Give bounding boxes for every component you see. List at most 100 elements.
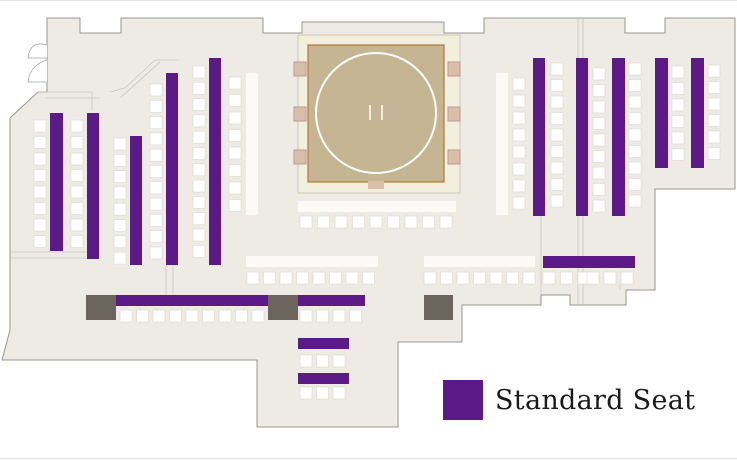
standard-seat-block[interactable] — [298, 295, 365, 306]
blocked-area — [268, 295, 298, 320]
empty-seat — [620, 271, 634, 285]
empty-seat — [33, 152, 47, 166]
empty-seat — [550, 95, 564, 109]
standard-seat-block[interactable] — [612, 58, 625, 216]
empty-seat — [218, 309, 232, 323]
standard-seat-block[interactable] — [298, 338, 349, 349]
empty-seat — [592, 183, 606, 196]
empty-seat — [119, 309, 133, 323]
ring-step — [447, 149, 461, 165]
empty-seat — [628, 161, 642, 175]
empty-seat — [70, 218, 84, 232]
empty-seat — [592, 133, 606, 147]
empty-seat — [33, 185, 47, 199]
empty-seat — [550, 62, 564, 76]
empty-seat — [33, 235, 47, 248]
empty-seat — [628, 95, 642, 109]
empty-seat — [70, 119, 84, 133]
empty-seat — [316, 386, 329, 400]
empty-seat — [362, 271, 375, 285]
empty-seat — [263, 271, 276, 285]
empty-seat — [113, 137, 127, 151]
empty-seat — [70, 235, 84, 248]
empty-seat — [33, 218, 47, 232]
empty-seat — [592, 166, 606, 180]
empty-seat — [473, 271, 486, 285]
empty-seat — [149, 214, 163, 227]
empty-seat — [671, 131, 685, 145]
standard-seat-block[interactable] — [130, 136, 142, 265]
empty-seat — [316, 309, 329, 323]
empty-seat — [332, 309, 346, 323]
empty-seat — [592, 150, 606, 163]
empty-seat — [369, 215, 383, 229]
empty-seat — [312, 271, 326, 285]
empty-seat — [316, 354, 329, 368]
standard-seat-block[interactable] — [87, 113, 99, 259]
standard-seat-block[interactable] — [543, 256, 635, 268]
empty-seat — [228, 181, 242, 195]
empty-seat — [707, 97, 721, 111]
door-icon — [27, 43, 48, 83]
blocked-area — [86, 295, 116, 320]
empty-seat — [192, 130, 206, 144]
divider — [0, 458, 737, 459]
empty-seat — [628, 145, 642, 158]
empty-seat — [228, 164, 242, 177]
empty-seat — [299, 354, 313, 368]
empty-seat — [113, 170, 127, 183]
empty-seat — [542, 271, 556, 285]
empty-seat — [603, 271, 617, 285]
standard-seat-block[interactable] — [50, 113, 63, 251]
empty-seat — [512, 111, 526, 125]
empty-seat — [317, 215, 330, 229]
empty-seat — [512, 77, 526, 91]
empty-seat — [671, 115, 685, 128]
empty-seat — [192, 82, 206, 95]
empty-seat — [550, 79, 564, 92]
empty-seat — [192, 163, 206, 177]
empty-seat — [33, 169, 47, 182]
empty-seat — [296, 271, 309, 285]
empty-seat — [136, 309, 149, 323]
empty-seat — [506, 271, 519, 285]
empty-seat — [550, 178, 564, 191]
empty-seat — [512, 179, 526, 193]
standard-seat-block[interactable] — [576, 58, 588, 216]
standard-seat-block[interactable] — [533, 58, 545, 216]
empty-seat — [550, 112, 564, 125]
empty-seat — [592, 100, 606, 114]
empty-seat — [707, 64, 721, 78]
empty-seat — [70, 169, 84, 182]
standard-seat-block[interactable] — [166, 73, 178, 265]
empty-seat — [299, 309, 313, 323]
empty-seat — [592, 199, 606, 213]
empty-seat — [113, 251, 127, 265]
empty-seat — [113, 186, 127, 200]
empty-seat — [228, 94, 242, 107]
empty-seat — [149, 148, 163, 162]
ring-step — [447, 61, 461, 77]
empty-seat — [512, 196, 526, 210]
empty-seat — [70, 136, 84, 149]
empty-seat — [149, 181, 163, 195]
aisle-strip — [298, 201, 456, 212]
standard-seat-block[interactable] — [209, 58, 221, 265]
empty-seat — [299, 386, 313, 400]
blocked-area — [424, 295, 453, 320]
standard-seat-block[interactable] — [655, 58, 668, 168]
ring-circle — [315, 52, 437, 174]
standard-seat-block[interactable] — [691, 58, 704, 168]
standard-seat-block[interactable] — [116, 295, 268, 306]
empty-seat — [149, 83, 163, 97]
ring-step — [293, 149, 307, 165]
empty-seat — [345, 271, 359, 285]
empty-seat — [70, 202, 84, 215]
empty-seat — [522, 271, 536, 285]
empty-seat — [329, 271, 342, 285]
empty-seat — [152, 309, 166, 323]
standard-seat-block[interactable] — [298, 373, 349, 384]
empty-seat — [707, 81, 721, 94]
